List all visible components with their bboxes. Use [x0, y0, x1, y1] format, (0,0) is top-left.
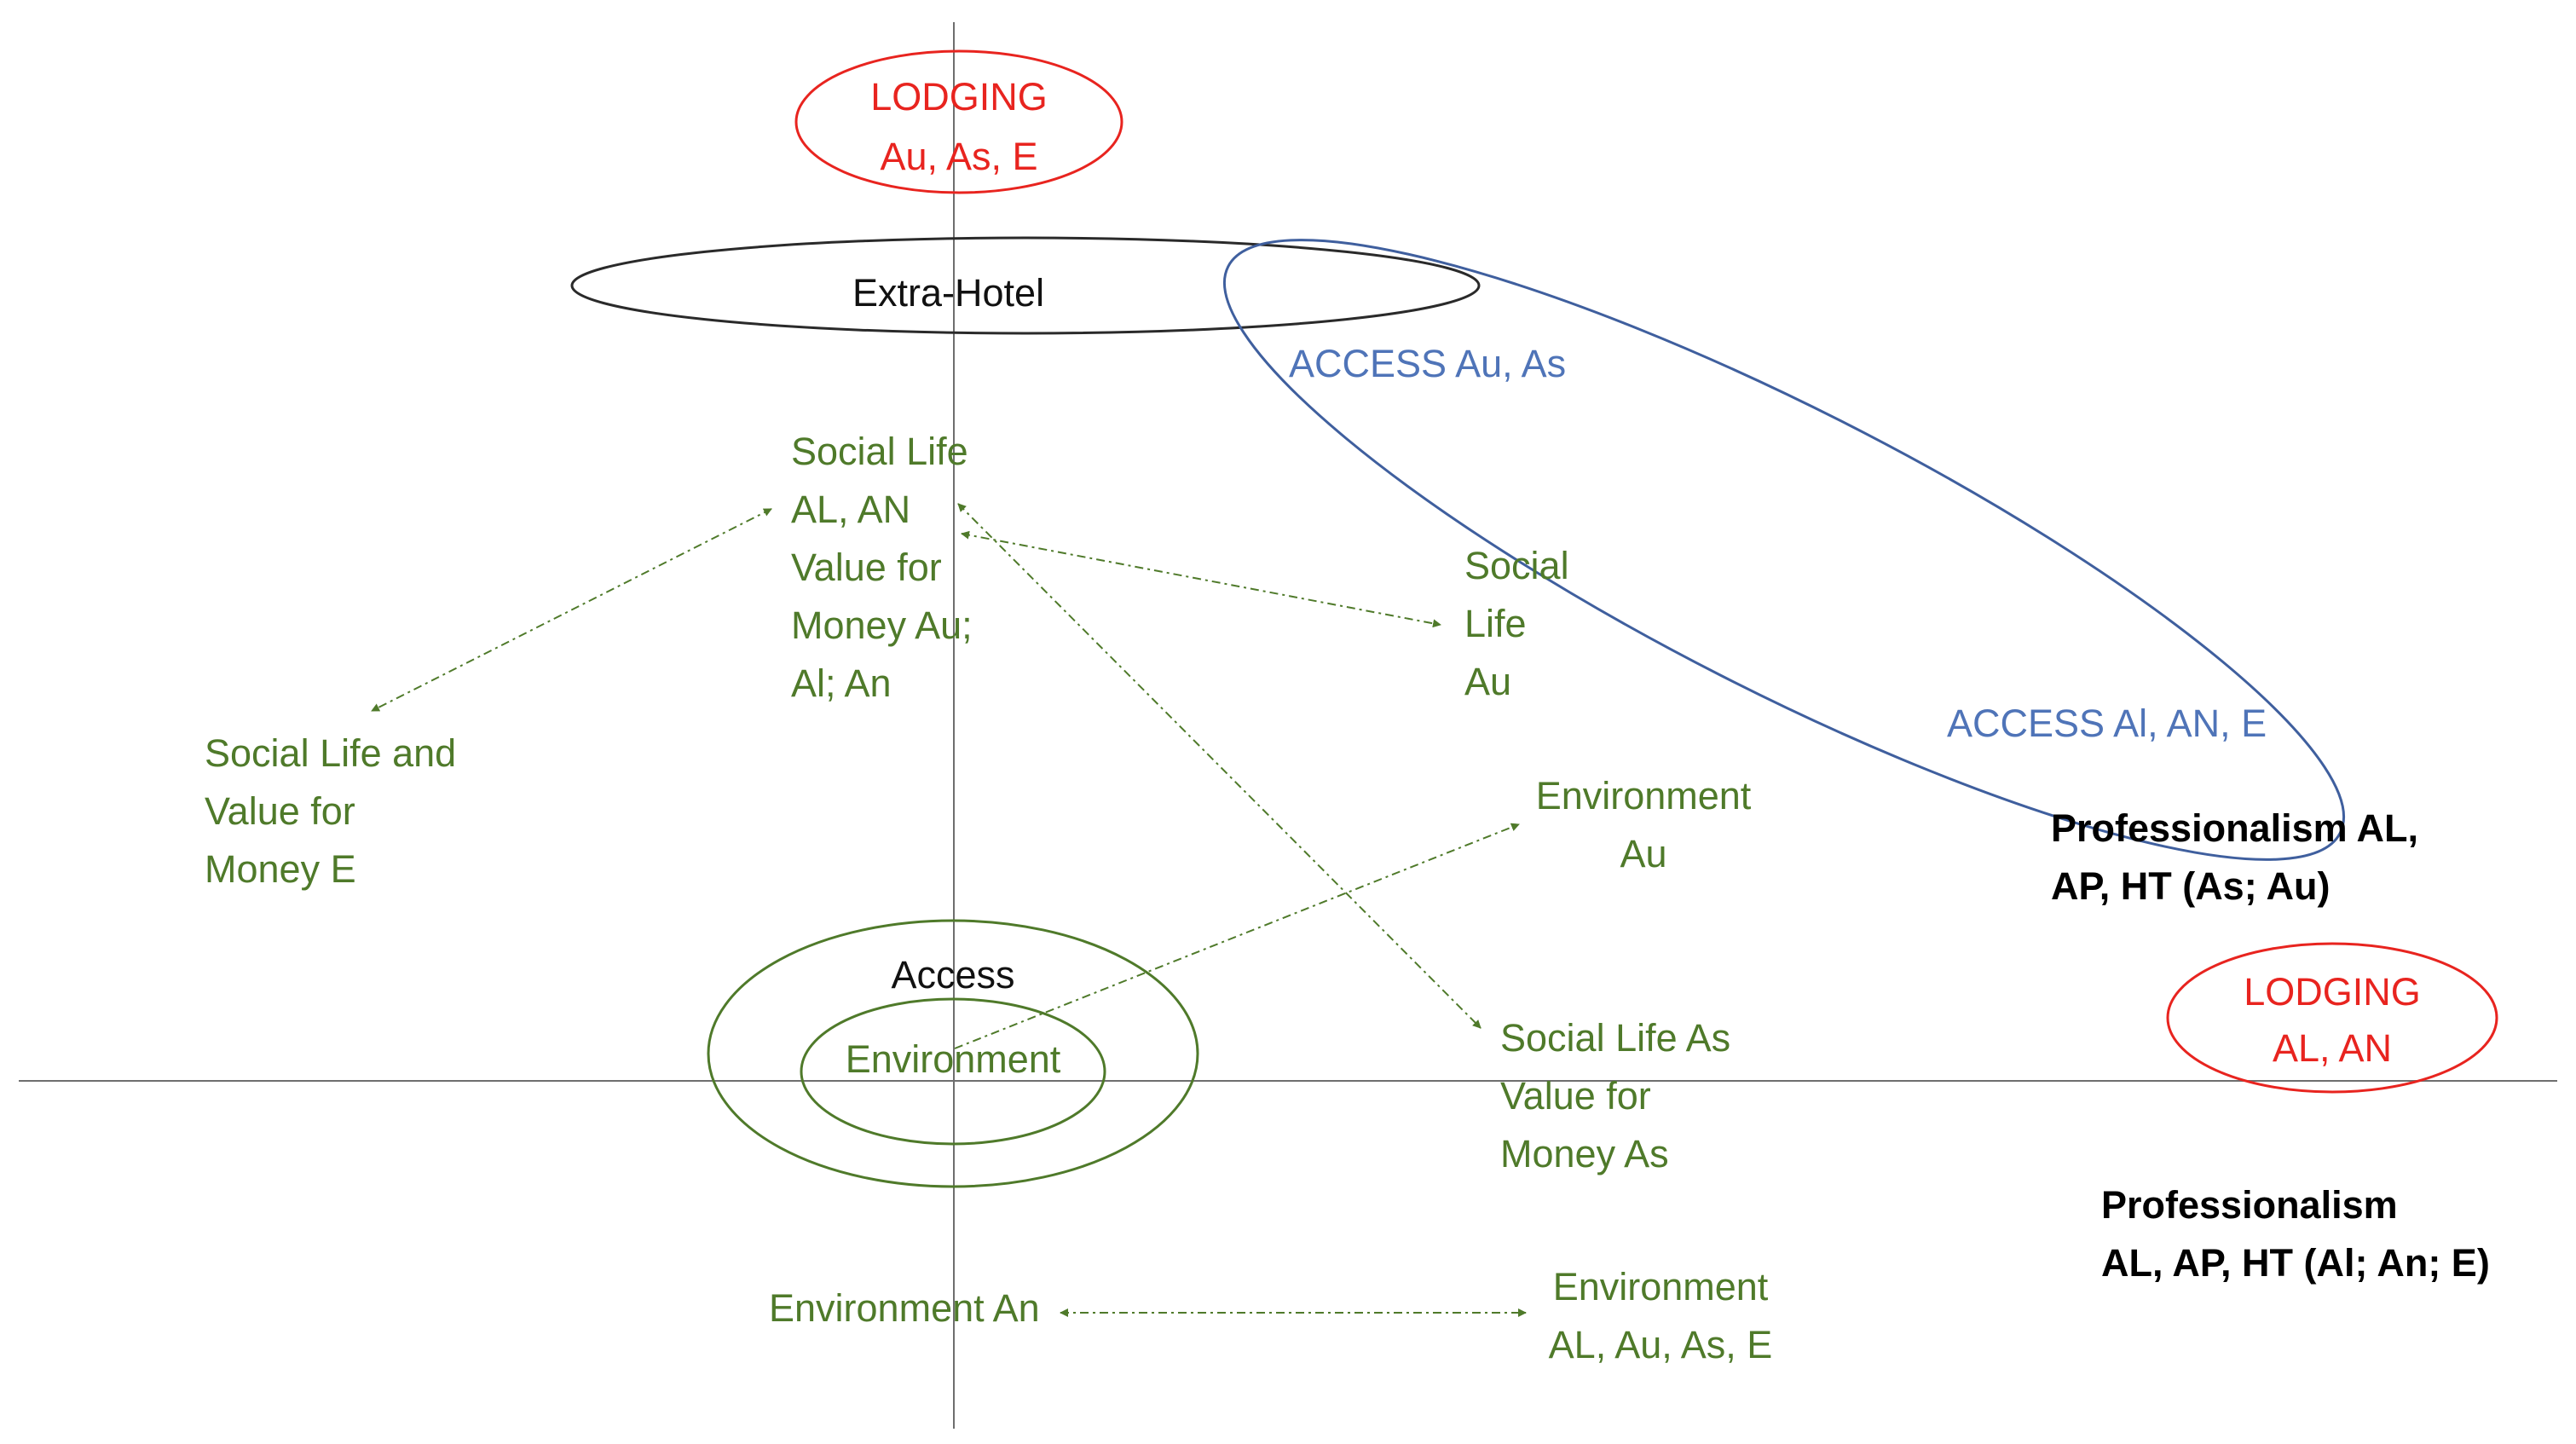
environment-al-group-label: Environment AL, Au, As, E	[1548, 1265, 1773, 1366]
environment-au-label: Environment Au	[1535, 774, 1752, 875]
social-life-au-label: Social Life Au	[1464, 544, 1569, 703]
arrow-social-life-to-value-e	[371, 508, 772, 712]
lodging-right-title: LODGING	[2244, 970, 2421, 1014]
access-inner-label: Access	[891, 953, 1015, 996]
social-life-value-center-label: Social Life AL, AN Value for Money Au; A…	[791, 430, 973, 705]
access-al-an-e-label: ACCESS Al, AN, E	[1947, 702, 2267, 745]
lodging-top-subtitle: Au, As, E	[880, 135, 1038, 178]
professionalism-top-label: Professionalism AL, AP, HT (As; Au)	[2051, 806, 2418, 908]
lodging-top-title: LODGING	[870, 75, 1048, 118]
social-life-as-label: Social Life As Value for Money As	[1500, 1016, 1731, 1175]
environment-an-label: Environment An	[769, 1286, 1040, 1330]
social-life-value-e-label: Social Life and Value for Money E	[205, 731, 457, 891]
environment-green-inner-ellipse	[800, 997, 1106, 1146]
extra-hotel-label: Extra-Hotel	[852, 271, 1045, 315]
lodging-right-ellipse	[2166, 942, 2498, 1094]
lodging-right-subtitle: AL, AN	[2272, 1026, 2393, 1070]
arrow-social-life-to-social-life-as	[957, 503, 1481, 1029]
extra-hotel-ellipse	[570, 236, 1481, 335]
access-blue-ellipse	[1222, 239, 2346, 861]
arrow-environment-to-environment-au	[954, 823, 1520, 1049]
access-green-outer-ellipse	[707, 919, 1199, 1188]
environment-inner-label: Environment	[845, 1037, 1061, 1081]
professionalism-bottom-label: Professionalism AL, AP, HT (Al; An; E)	[2101, 1183, 2490, 1285]
lodging-top-ellipse	[794, 49, 1123, 194]
arrow-social-life-to-social-life-au	[961, 530, 1441, 628]
access-au-as-label: ACCESS Au, As	[1289, 342, 1567, 385]
